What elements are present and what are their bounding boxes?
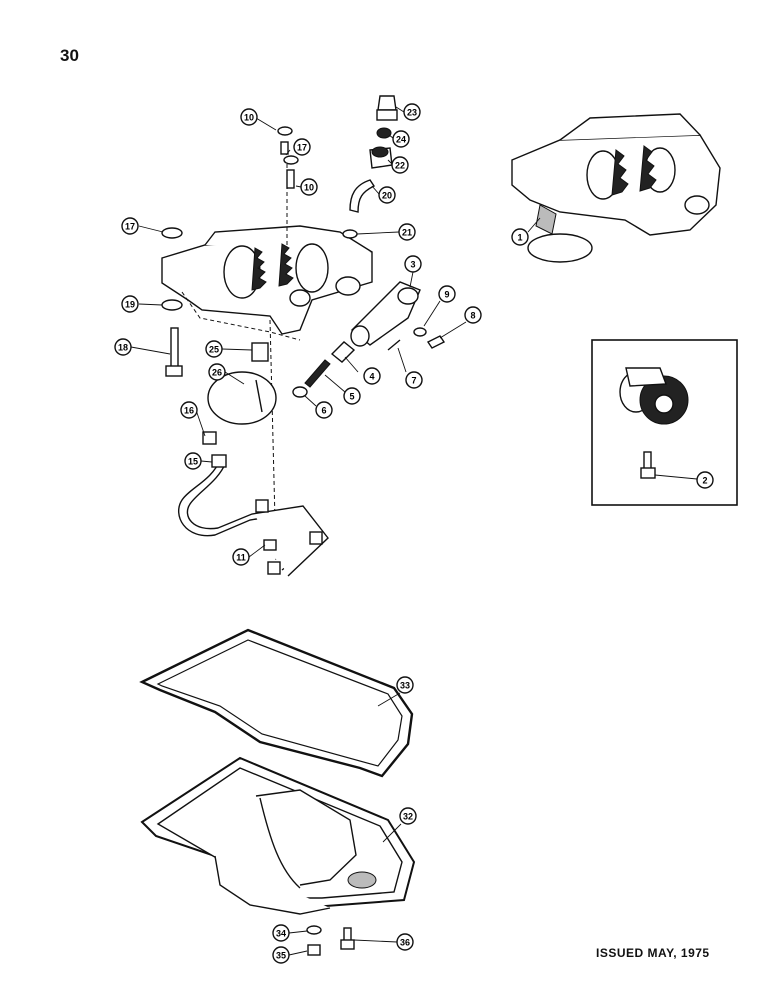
callout-9: 9: [438, 285, 456, 303]
callout-6: 6: [315, 401, 333, 419]
callout-label: 34: [276, 929, 286, 939]
callout-25: 25: [205, 340, 223, 358]
relief-valve-body: [350, 281, 421, 347]
spring: [304, 359, 331, 388]
pump-housing-exploded: [161, 225, 373, 341]
callout-21: 21: [398, 223, 416, 241]
callout-17-left: 17: [121, 217, 139, 235]
callout-label: 5: [349, 392, 354, 402]
callout-label: 7: [411, 376, 416, 386]
callout-4: 4: [363, 367, 381, 385]
callout-label: 25: [209, 345, 219, 355]
callout-10-mid: 10: [300, 178, 318, 196]
callout-label: 15: [188, 457, 198, 467]
callout-label: 20: [382, 191, 392, 201]
callout-label: 3: [410, 260, 415, 270]
callout-label: 23: [407, 108, 417, 118]
callout-5: 5: [343, 387, 361, 405]
callout-34: 34: [272, 924, 290, 942]
callout-10-top: 10: [240, 108, 258, 126]
oil-pan: [140, 756, 416, 915]
callout-2: 2: [696, 471, 714, 489]
callout-8: 8: [464, 306, 482, 324]
inset-gear: [619, 367, 689, 425]
callout-label: 11: [236, 553, 246, 563]
callouts: 10 17 10 17 19 18 25 26 16 15 11 23 24 2…: [114, 103, 714, 964]
callout-35: 35: [272, 946, 290, 964]
bolt-8: [426, 335, 446, 349]
callout-23: 24: [392, 130, 410, 148]
callout-16: 16: [180, 401, 198, 419]
callout-label: 22: [395, 161, 405, 171]
callout-22: 23: [403, 103, 421, 121]
callout-label: 35: [276, 951, 286, 961]
callout-11: 11: [232, 548, 250, 566]
callout-32: 32: [399, 807, 417, 825]
plug-25: [251, 342, 269, 362]
callout-label: 4: [369, 372, 374, 382]
callout-label: 33: [400, 681, 410, 691]
washer-left: [161, 227, 183, 239]
callout-label: 2: [702, 476, 707, 486]
callout-label: 17: [125, 222, 135, 232]
washer-9: [413, 327, 427, 337]
callout-label: 36: [400, 938, 410, 948]
callout-label: 8: [470, 311, 475, 321]
callout-18: 18: [114, 338, 132, 356]
callout-label: 21: [402, 228, 412, 238]
callout-26: 26: [208, 363, 226, 381]
callout-19: 19: [121, 295, 139, 313]
pump-assembled: [511, 113, 721, 263]
callout-label: 17: [297, 143, 307, 153]
callout-33: 33: [396, 676, 414, 694]
callout-3: 3: [404, 255, 422, 273]
oil-tube-assembly: [177, 431, 329, 577]
pan-bolt: [340, 927, 355, 950]
callout-label: 6: [321, 406, 326, 416]
page-number: 30: [60, 46, 79, 65]
drain-plug: [307, 944, 321, 956]
callout-label: 32: [403, 812, 413, 822]
screen-post: [255, 379, 263, 413]
inset-bolt: [640, 451, 656, 479]
screen-disc: [207, 371, 277, 425]
callout-36: 36: [396, 933, 414, 951]
dowel-pins: [277, 126, 299, 189]
callout-label: 10: [304, 183, 314, 193]
callout-label: 1: [517, 233, 522, 243]
washer-lower-left: [161, 299, 183, 311]
assembly-centerline-lower: [269, 319, 277, 561]
callout-15: 15: [184, 452, 202, 470]
shim-washer: [292, 386, 308, 398]
callout-17-top: 17: [293, 138, 311, 156]
cotter-pin: [387, 339, 401, 351]
callout-label: 19: [125, 300, 135, 310]
drain-washer: [306, 925, 322, 935]
cap-screw: [165, 327, 183, 377]
fittings-stack: [369, 95, 398, 169]
callout-label: 24: [396, 135, 406, 145]
callout-label: 18: [118, 343, 128, 353]
oil-pan-gasket: [139, 628, 414, 778]
callout-label: 26: [212, 368, 222, 378]
elbow-pipe: [349, 179, 376, 213]
callout-7: 7: [405, 371, 423, 389]
callout-20: 20: [378, 186, 396, 204]
callout-label: 10: [244, 113, 254, 123]
o-ring: [342, 229, 358, 239]
issue-date: ISSUED MAY, 1975: [596, 946, 710, 960]
callout-24: 22: [391, 156, 409, 174]
callout-1: 1: [511, 228, 529, 246]
leader-lines: [130, 106, 698, 956]
callout-label: 9: [444, 290, 449, 300]
plunger: [330, 341, 356, 363]
callout-label: 16: [184, 406, 194, 416]
